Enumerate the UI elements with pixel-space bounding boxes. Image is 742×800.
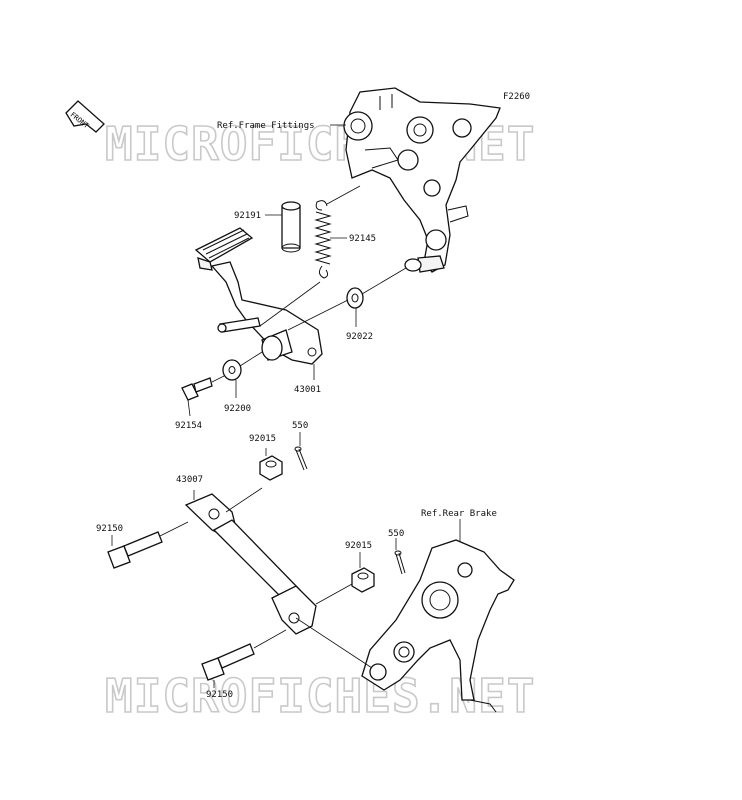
label-92022: 92022 [346,332,373,342]
bolt-92150-lower [201,643,255,681]
brake-rod-43007 [184,493,317,635]
cotter-pin-550-upper [294,446,308,471]
front-arrow-icon: FRONT [65,100,105,133]
cotter-pin-550-lower [394,550,406,575]
label-43007: 43007 [176,475,203,485]
spring-92145 [314,200,332,279]
label-550-upper: 550 [292,421,308,431]
label-92150-lower: 92150 [206,690,233,700]
label-550-lower: 550 [388,529,404,539]
label-92191: 92191 [234,211,261,221]
ref-frame-fittings: Ref.Frame Fittings [217,121,315,131]
brake-pedal-43001 [194,227,323,365]
washer-92200 [222,359,242,381]
label-43001: 43001 [294,385,321,395]
nut-92015-upper [259,455,283,481]
ref-rear-brake: Ref.Rear Brake [421,509,497,519]
bolt-92154 [181,377,213,401]
label-92145: 92145 [349,234,376,244]
label-92154: 92154 [175,421,202,431]
label-92200: 92200 [224,404,251,414]
rear-brake-arm [361,539,515,713]
label-92015-lower: 92015 [345,541,372,551]
bolt-92150-upper [107,531,163,569]
label-92015-upper: 92015 [249,434,276,444]
label-92150-upper: 92150 [96,524,123,534]
collar-92191 [281,201,301,253]
nut-92015-lower [351,567,375,593]
frame-fitting-bracket [343,87,501,273]
washer-92022 [346,287,364,309]
figure-code: F2260 [503,92,530,102]
